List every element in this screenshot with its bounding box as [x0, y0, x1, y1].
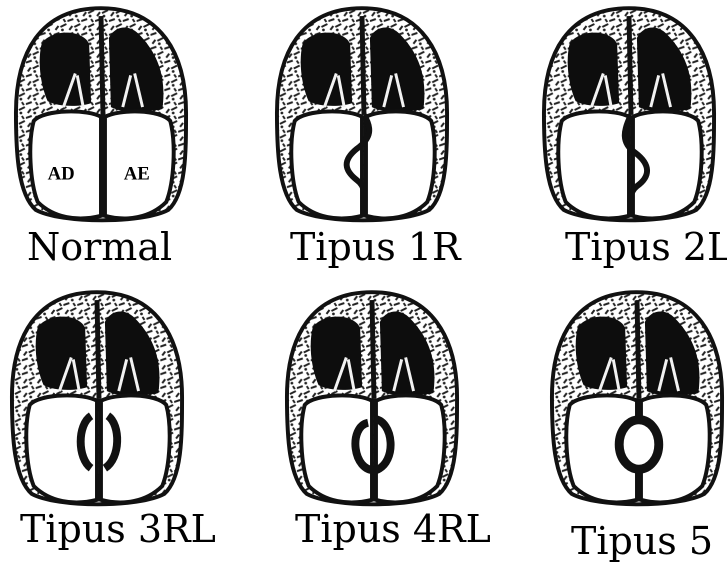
- heart-diagram-type-5: [548, 288, 726, 506]
- heart-diagram-normal: AD AE: [12, 4, 190, 222]
- caption-tipus-5: Tipus 5: [571, 522, 713, 560]
- label-ad: AD: [48, 163, 75, 184]
- heart-diagram-type-4rl: [283, 288, 461, 506]
- caption-tipus-2l: Tipus 2L: [565, 228, 727, 266]
- caption-tipus-4rl: Tipus 4RL: [295, 510, 491, 548]
- caption-tipus-1r: Tipus 1R: [290, 228, 461, 266]
- caption-normal: Normal: [27, 228, 172, 266]
- caption-tipus-3rl: Tipus 3RL: [20, 510, 216, 548]
- heart-diagram-type-1r: [273, 4, 451, 222]
- heart-diagram-type-2l: [540, 4, 718, 222]
- heart-diagram-type-3rl: [8, 288, 186, 506]
- label-ae: AE: [124, 163, 150, 184]
